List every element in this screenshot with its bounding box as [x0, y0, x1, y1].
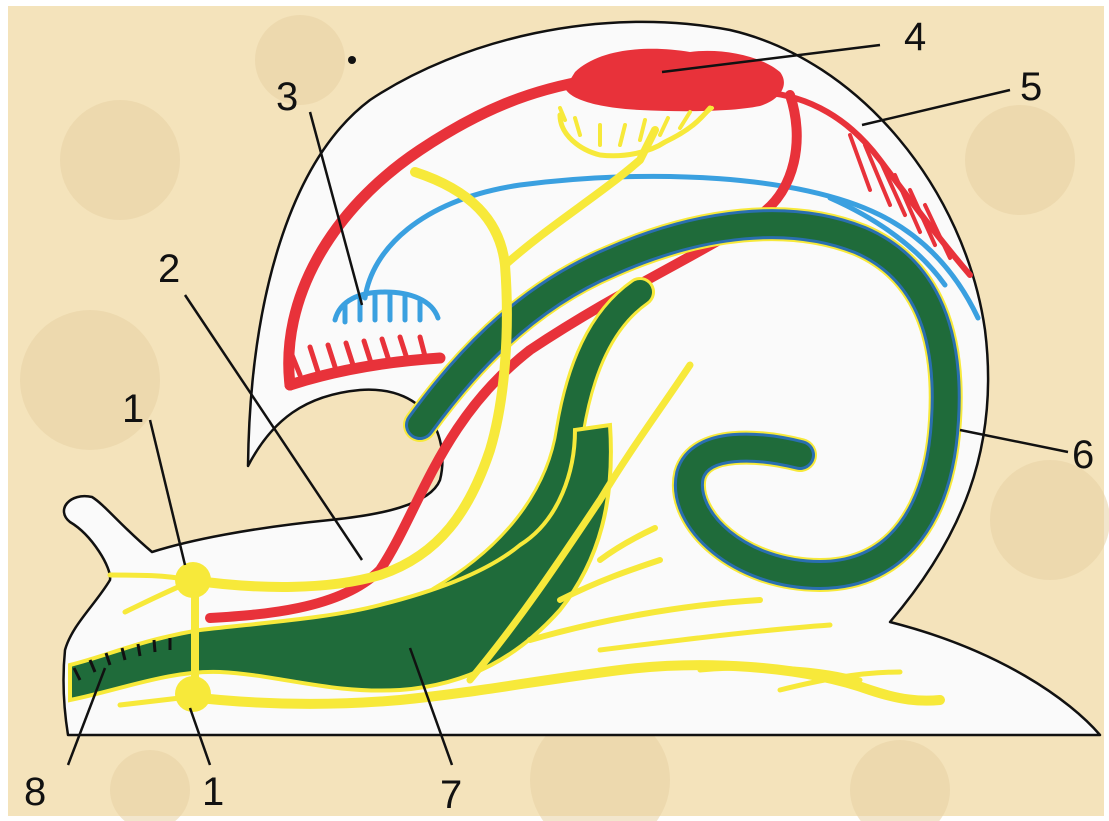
heart — [565, 49, 784, 111]
pedal-ganglion — [175, 676, 211, 712]
cerebral-ganglion — [175, 562, 211, 598]
label-3: 3 — [276, 75, 298, 119]
label-4: 4 — [904, 15, 926, 59]
label-8: 8 — [24, 770, 46, 814]
label-1-bottom: 1 — [202, 770, 224, 814]
label-5: 5 — [1020, 65, 1042, 109]
label-2: 2 — [158, 247, 180, 291]
label-1-top: 1 — [122, 387, 144, 431]
label-7: 7 — [440, 773, 462, 817]
ink-dot — [348, 56, 356, 64]
label-6: 6 — [1072, 433, 1094, 477]
